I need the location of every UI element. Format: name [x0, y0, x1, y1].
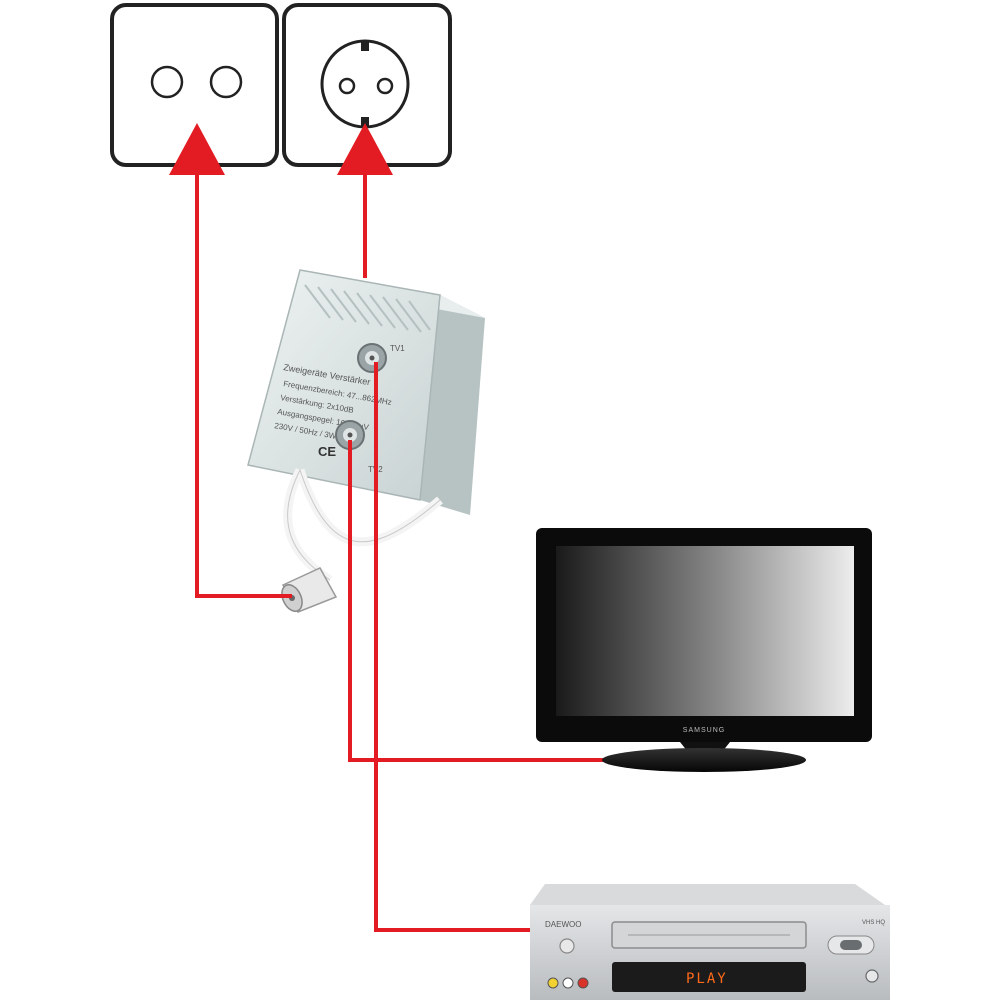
connection-cables — [195, 168, 605, 932]
antenna-socket-icon — [150, 65, 184, 99]
vcr-display-panel — [612, 962, 806, 992]
vcr-power-button — [559, 938, 575, 954]
vcr-brand-label: DAEWOO — [545, 920, 581, 929]
vcr-control-buttons — [827, 935, 879, 983]
tv-brand-label: SAMSUNG — [683, 727, 725, 734]
port-tv2 — [335, 420, 365, 450]
tv-stand — [602, 748, 806, 772]
vcr-display-text: PLAY — [686, 971, 728, 987]
arrow-up-icon — [337, 123, 393, 175]
vcr-av-inputs — [547, 977, 589, 989]
port-tv1-label: TV1 — [390, 344, 405, 353]
cable-tv — [348, 440, 605, 762]
arrow-up-icon — [169, 123, 225, 175]
power-wall-socket — [282, 3, 452, 167]
port-tv1 — [357, 343, 387, 373]
distribution-amplifier: Zweigeräte Verstärker Frequenzbereich: 4… — [247, 269, 485, 613]
cable-vcr — [374, 362, 530, 932]
ce-mark-icon: CE — [318, 444, 336, 459]
vcr-model-label: VHS HQ — [862, 920, 885, 926]
flat-screen-tv: SAMSUNG — [536, 528, 872, 772]
cable-antenna — [195, 170, 292, 598]
antenna-wall-socket — [110, 3, 279, 167]
power-socket-icon — [320, 39, 410, 129]
vcr-player: DAEWOO VHS HQ PLAY — [530, 884, 890, 1000]
